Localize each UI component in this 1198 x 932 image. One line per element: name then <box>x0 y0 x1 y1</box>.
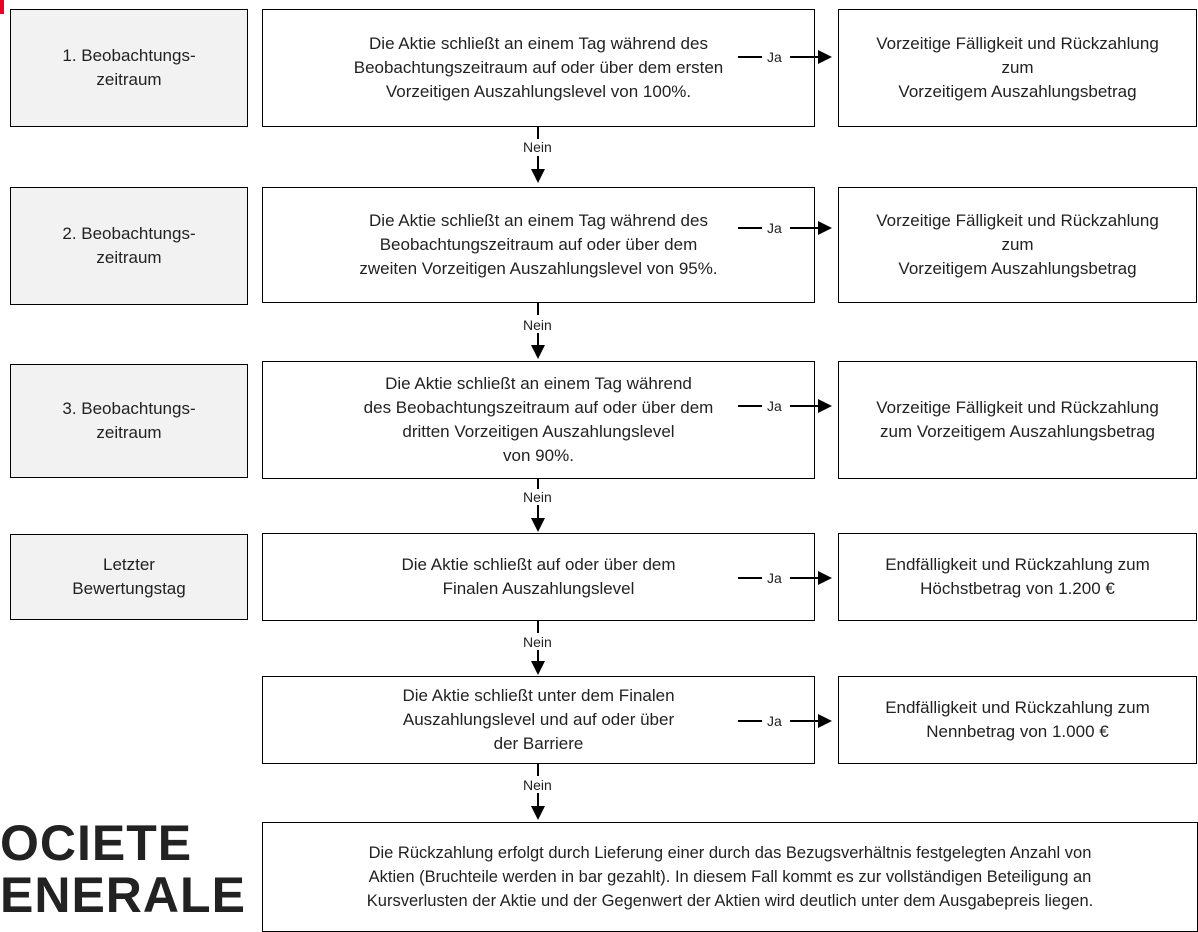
no-arrow <box>531 661 545 675</box>
yes-arrow <box>818 221 832 235</box>
yes-connector-line <box>790 56 824 58</box>
outcome-box-4: Endfälligkeit und Rückzahlung zum Höchst… <box>838 533 1197 621</box>
outcome-box-1: Vorzeitige Fälligkeit und Rückzahlung zu… <box>838 9 1197 127</box>
yes-arrow <box>818 714 832 728</box>
yes-connector-line <box>738 405 762 407</box>
no-label: Nein <box>521 634 554 650</box>
no-arrow <box>531 806 545 820</box>
yes-connector-line <box>790 227 824 229</box>
societe-generale-logo: OCIETE ENERALE <box>0 817 246 921</box>
condition-box-3: Die Aktie schließt an einem Tag während … <box>262 361 815 479</box>
yes-connector-line <box>738 577 762 579</box>
yes-arrow <box>818 50 832 64</box>
yes-label: Ja <box>765 398 784 414</box>
condition-box-2: Die Aktie schließt an einem Tag während … <box>262 187 815 303</box>
condition-box-5: Die Aktie schließt unter dem Finalen Aus… <box>262 676 815 764</box>
yes-label: Ja <box>765 220 784 236</box>
yes-connector-line <box>790 720 824 722</box>
no-connector-line <box>537 127 539 139</box>
logo-line-1: OCIETE <box>0 815 193 871</box>
yes-arrow <box>818 399 832 413</box>
yes-connector-line <box>790 405 824 407</box>
period-box-2: 2. Beobachtungs- zeitraum <box>10 187 248 305</box>
final-outcome-box: Die Rückzahlung erfolgt durch Lieferung … <box>262 822 1198 932</box>
period-box-4: Letzter Bewertungstag <box>10 534 248 620</box>
no-label: Nein <box>521 317 554 333</box>
outcome-box-2: Vorzeitige Fälligkeit und Rückzahlung zu… <box>838 187 1197 303</box>
no-arrow <box>531 345 545 359</box>
no-arrow <box>531 518 545 532</box>
no-label: Nein <box>521 139 554 155</box>
brand-accent-mark <box>0 0 4 14</box>
yes-connector-line <box>738 720 762 722</box>
outcome-box-5: Endfälligkeit und Rückzahlung zum Nennbe… <box>838 676 1197 764</box>
period-box-3: 3. Beobachtungs- zeitraum <box>10 364 248 478</box>
yes-connector-line <box>738 56 762 58</box>
yes-connector-line <box>790 577 824 579</box>
no-connector-line <box>537 333 539 347</box>
logo-line-2: ENERALE <box>0 867 246 923</box>
no-connector-line <box>537 505 539 519</box>
yes-label: Ja <box>765 49 784 65</box>
yes-label: Ja <box>765 713 784 729</box>
no-connector-line <box>537 793 539 807</box>
yes-label: Ja <box>765 570 784 586</box>
no-connector-line <box>537 479 539 489</box>
condition-box-1: Die Aktie schließt an einem Tag während … <box>262 9 815 127</box>
no-label: Nein <box>521 489 554 505</box>
no-label: Nein <box>521 777 554 793</box>
no-connector-line <box>537 303 539 315</box>
yes-arrow <box>818 571 832 585</box>
period-box-1: 1. Beobachtungs- zeitraum <box>10 9 248 127</box>
no-connector-line <box>537 621 539 633</box>
yes-connector-line <box>738 227 762 229</box>
no-connector-line <box>537 650 539 662</box>
no-arrow <box>531 169 545 183</box>
no-connector-line <box>537 156 539 170</box>
outcome-box-3: Vorzeitige Fälligkeit und Rückzahlung zu… <box>838 361 1197 479</box>
no-connector-line <box>537 764 539 776</box>
condition-box-4: Die Aktie schließt auf oder über dem Fin… <box>262 533 815 621</box>
